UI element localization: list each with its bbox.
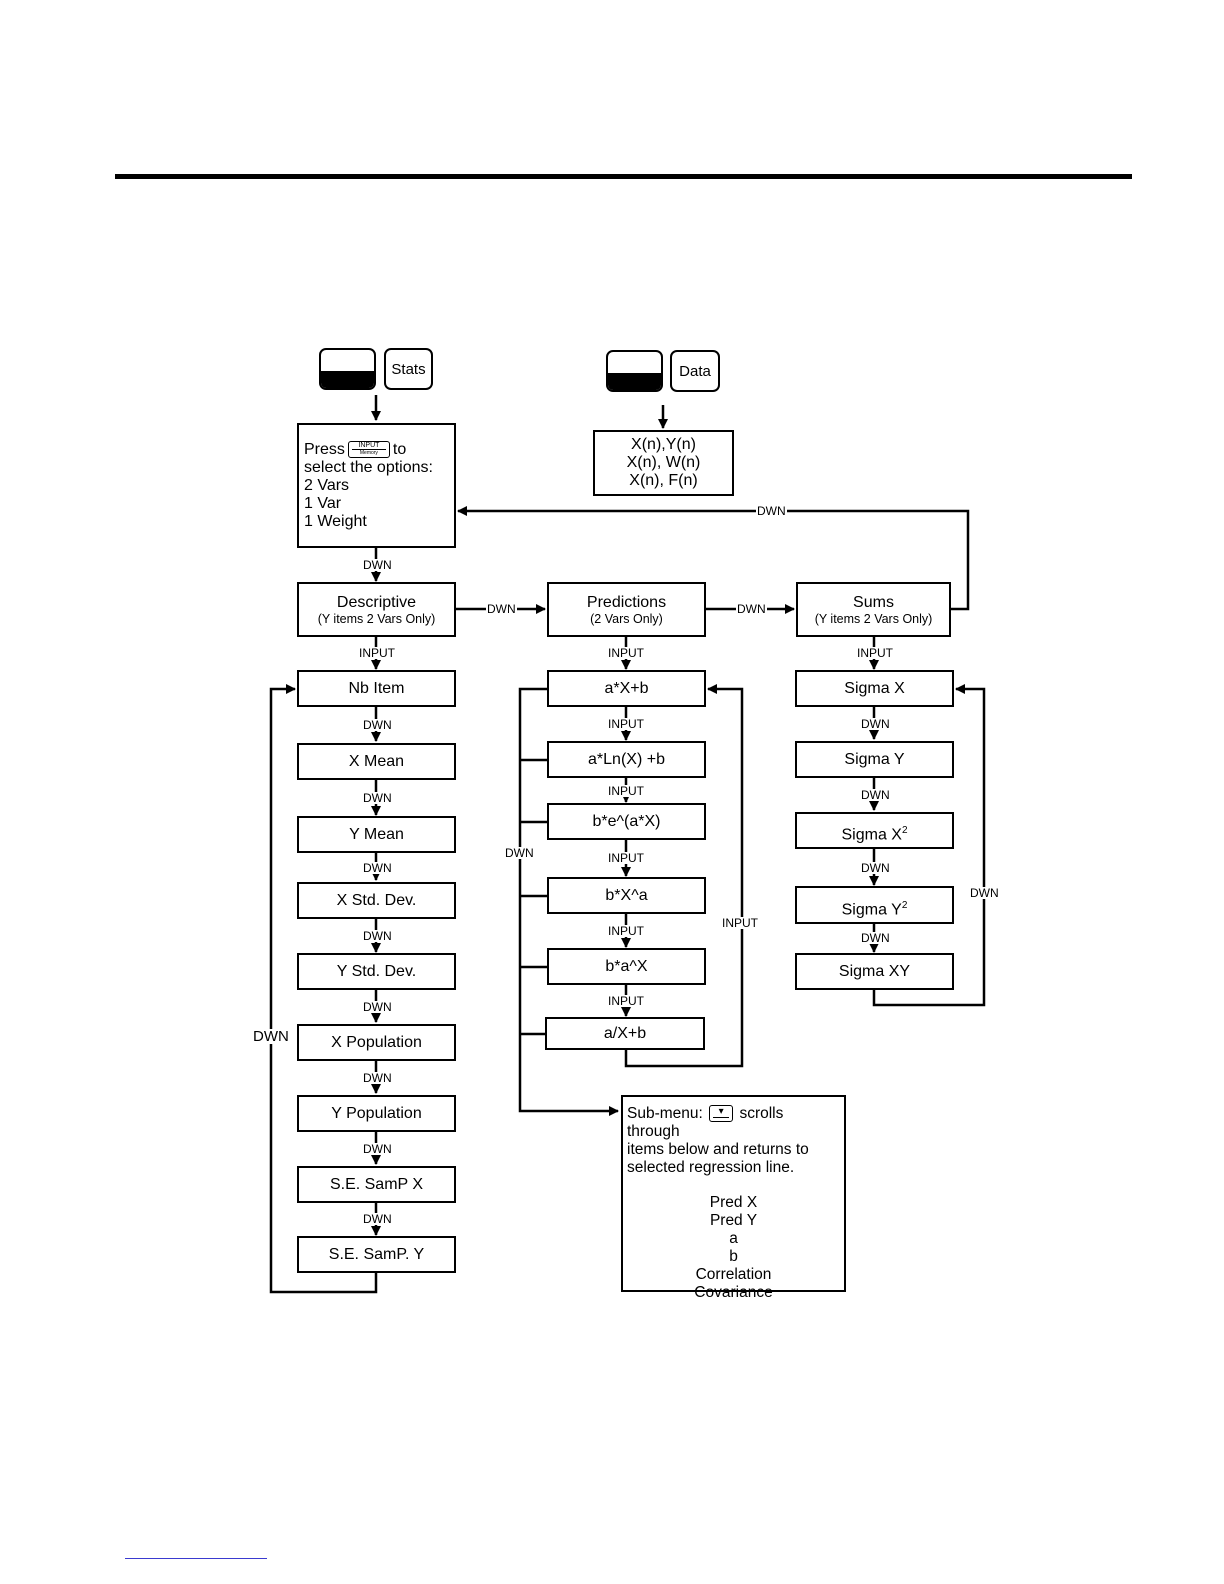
pred-item-exp: b*e^(a*X) — [547, 803, 706, 840]
down-arrow-key-icon — [709, 1103, 734, 1123]
label-dwn-desc-to-pred: DWN — [486, 602, 517, 616]
label-dwn-desc-1: DWN — [362, 718, 393, 732]
label-dwn-pred-to-sums: DWN — [736, 602, 767, 616]
sum-item-sigma-xy: Sigma XY — [795, 953, 954, 990]
data-key-label: Data — [679, 362, 711, 380]
predictions-subtitle: (2 Vars Only) — [590, 611, 663, 626]
sums-menu-box: Sums (Y items 2 Vars Only) — [796, 582, 951, 637]
desc-item-se-samp-y: S.E. SamP. Y — [297, 1236, 456, 1273]
option-1-var: 1 Var — [304, 495, 342, 512]
label-dwn-desc-5: DWN — [362, 1000, 393, 1014]
label-input-sums: INPUT — [856, 646, 894, 660]
label-dwn-sums-loop: DWN — [969, 886, 1000, 900]
input-key-top-label: INPUT — [358, 442, 380, 450]
data-line-xf: X(n), F(n) — [629, 472, 698, 489]
label-dwn-sums-to-options: DWN — [756, 504, 787, 518]
descriptive-title: Descriptive — [336, 593, 417, 611]
desc-item-x-population: X Population — [297, 1024, 456, 1061]
options-to-text: to — [392, 441, 407, 458]
label-input-pred-3: INPUT — [607, 851, 645, 865]
label-dwn-sums-3: DWN — [860, 861, 891, 875]
label-dwn-sums-1: DWN — [860, 717, 891, 731]
label-dwn-desc-4: DWN — [362, 929, 393, 943]
stats-key-button[interactable]: Stats — [384, 348, 433, 390]
sigma-y2-text: Sigma Y — [841, 901, 902, 919]
submenu-item-pred-x: Pred X — [709, 1194, 758, 1211]
label-dwn-sums-2: DWN — [860, 788, 891, 802]
pred-item-exponential-base: b*a^X — [547, 948, 706, 985]
sigma-x2-text: Sigma X — [841, 826, 902, 844]
options-line2: select the options: — [304, 459, 433, 476]
label-dwn-desc-2: DWN — [362, 791, 393, 805]
submenu-text3: selected regression line. — [627, 1159, 795, 1176]
label-input-pred: INPUT — [607, 646, 645, 660]
sum-item-sigma-y: Sigma Y — [795, 741, 954, 778]
header-rule — [115, 174, 1132, 179]
stats-key-label: Stats — [391, 360, 426, 378]
label-dwn-desc-3: DWN — [362, 861, 393, 875]
sigma-y2-superscript: 2 — [901, 900, 908, 911]
desc-item-se-samp-x: S.E. SamP X — [297, 1166, 456, 1203]
sums-title: Sums — [853, 593, 894, 611]
pred-item-power: b*X^a — [547, 877, 706, 914]
desc-item-y-std-dev: Y Std. Dev. — [297, 953, 456, 990]
label-input-pred-1: INPUT — [607, 717, 645, 731]
footer-rule — [125, 1558, 267, 1559]
label-dwn-desc-6: DWN — [362, 1071, 393, 1085]
submenu-item-covariance: Covariance — [694, 1284, 773, 1301]
pred-item-linear: a*X+b — [547, 670, 706, 707]
pred-item-inverse: a/X+b — [545, 1017, 705, 1050]
label-dwn-pred-bus: DWN — [504, 846, 535, 860]
data-entry-box: X(n),Y(n) X(n), W(n) X(n), F(n) — [593, 430, 734, 496]
data-key-button[interactable]: Data — [670, 350, 720, 392]
desc-item-x-std-dev: X Std. Dev. — [297, 882, 456, 919]
sum-item-sigma-x: Sigma X — [795, 670, 954, 707]
predictions-title: Predictions — [586, 593, 667, 611]
data-line-xy: X(n),Y(n) — [631, 436, 696, 453]
submenu-box: Sub-menu: scrolls through items below an… — [621, 1095, 846, 1301]
sums-subtitle: (Y items 2 Vars Only) — [814, 611, 933, 626]
sum-item-sigma-x2: Sigma X2 — [795, 812, 954, 849]
desc-item-y-population: Y Population — [297, 1095, 456, 1132]
desc-item-nb-item: Nb Item — [297, 670, 456, 707]
sigma-x2-superscript: 2 — [901, 825, 908, 836]
option-2-vars: 2 Vars — [304, 477, 350, 494]
options-press-text: Press — [304, 441, 345, 458]
label-input-pred-loop: INPUT — [721, 916, 759, 930]
submenu-text1: scrolls through — [627, 1105, 784, 1140]
label-dwn-desc-7: DWN — [362, 1142, 393, 1156]
descriptive-subtitle: (Y items 2 Vars Only) — [317, 611, 436, 626]
label-dwn-sums-4: DWN — [860, 931, 891, 945]
label-input-pred-5: INPUT — [607, 994, 645, 1008]
submenu-item-pred-y: Pred Y — [709, 1212, 758, 1229]
label-dwn-options: DWN — [362, 558, 393, 572]
predictions-menu-box: Predictions (2 Vars Only) — [547, 582, 706, 637]
option-1-weight: 1 Weight — [304, 513, 367, 530]
data-line-xw: X(n), W(n) — [626, 454, 701, 471]
input-key-bottom-label: Memory — [351, 449, 386, 456]
label-dwn-desc-loop: DWN — [252, 1028, 290, 1045]
submenu-item-correlation: Correlation — [695, 1266, 772, 1283]
label-dwn-desc-8: DWN — [362, 1212, 393, 1226]
desc-item-x-mean: X Mean — [297, 743, 456, 780]
desc-item-y-mean: Y Mean — [297, 816, 456, 853]
descriptive-menu-box: Descriptive (Y items 2 Vars Only) — [297, 582, 456, 637]
submenu-item-b: b — [729, 1248, 738, 1265]
pred-item-log: a*Ln(X) +b — [547, 741, 706, 778]
submenu-item-a: a — [729, 1230, 738, 1247]
submenu-prefix: Sub-menu: — [627, 1105, 703, 1122]
label-input-pred-2: INPUT — [607, 784, 645, 798]
submenu-text2: items below and returns to — [627, 1141, 809, 1158]
shift-key-data-button[interactable] — [606, 350, 663, 392]
label-input-pred-4: INPUT — [607, 924, 645, 938]
label-input-desc: INPUT — [358, 646, 396, 660]
sum-item-sigma-y2: Sigma Y2 — [795, 886, 954, 924]
shift-key-button[interactable] — [319, 348, 376, 390]
